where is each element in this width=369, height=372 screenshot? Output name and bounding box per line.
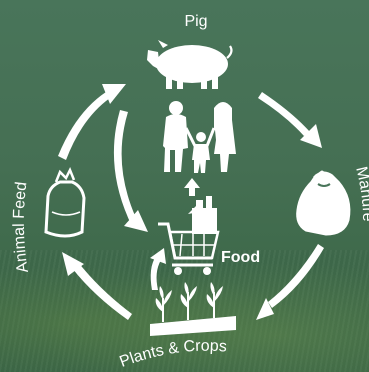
family-icon (163, 101, 236, 173)
arrow-pig-to-cart (114, 110, 148, 232)
arrow-plants-to-feed (62, 252, 132, 320)
arrow-pig-to-manure (258, 92, 322, 148)
animal-feed-bag-icon (46, 170, 84, 236)
arrow-plants-to-cart (150, 248, 166, 290)
label-animal-feed: Animal Feed (11, 181, 32, 274)
label-food: Food (221, 249, 260, 266)
shopping-cart-icon (158, 196, 218, 275)
plants-crops-icon (150, 282, 236, 336)
label-pig: Pig (184, 13, 207, 30)
label-manure: Manure (352, 165, 369, 222)
label-plants-crops: Plants & Crops (117, 338, 227, 371)
up-arrow-icon (184, 178, 200, 196)
arrow-manure-to-plants (256, 244, 324, 320)
manure-bag-icon (298, 172, 349, 234)
pig-icon (147, 40, 231, 89)
